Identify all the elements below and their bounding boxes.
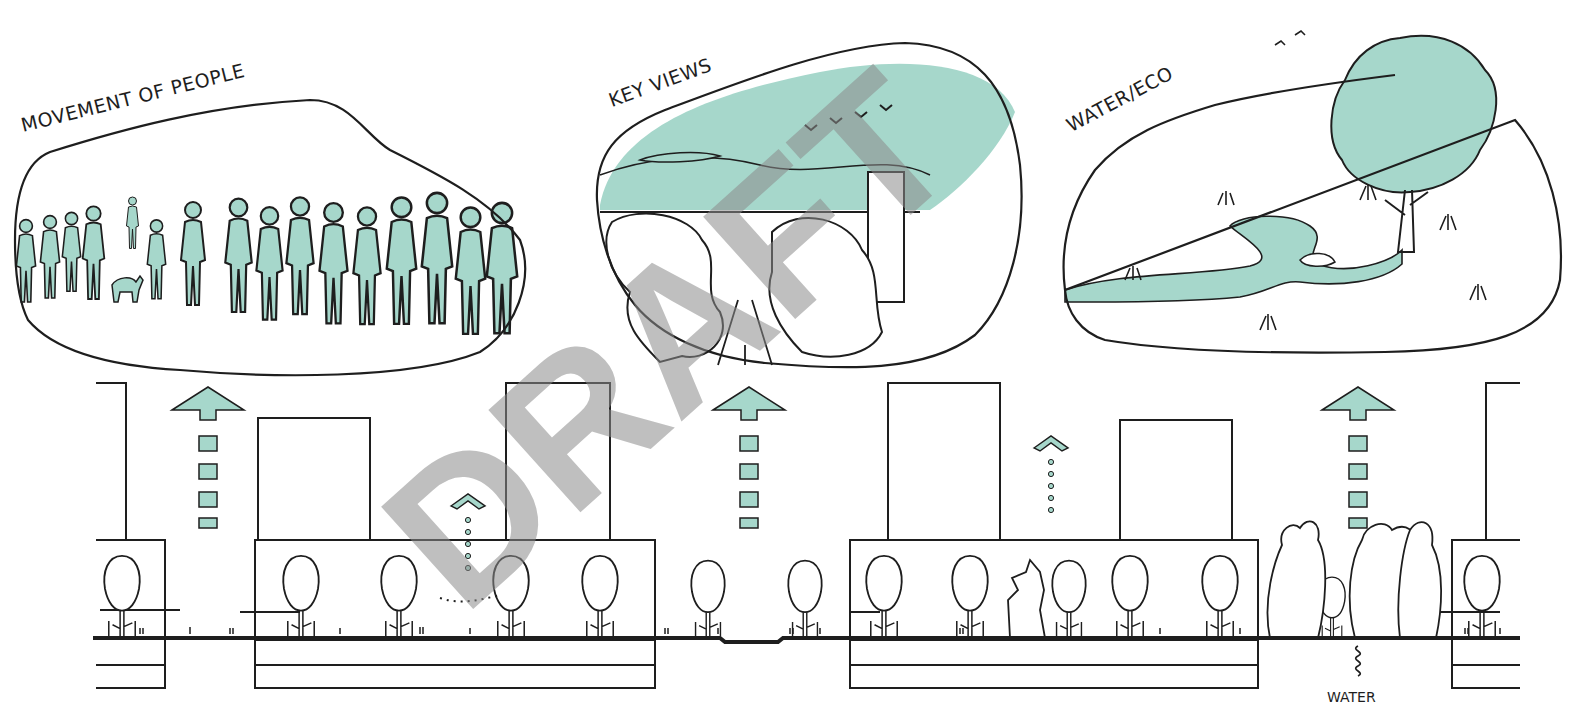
person-figure xyxy=(320,203,348,323)
bubble-heading: MOVEMENT OF PEOPLE xyxy=(19,59,247,136)
up-arrow xyxy=(172,387,244,528)
shrub-shape xyxy=(1008,560,1045,638)
basement-outline xyxy=(255,640,655,688)
tree-symbol xyxy=(381,556,416,636)
tree-trunk xyxy=(1385,190,1428,252)
tree-symbol xyxy=(283,556,318,636)
person-figure xyxy=(286,197,313,314)
basement-outline xyxy=(850,640,1258,688)
grass-tufts xyxy=(1125,184,1486,330)
bubble-heading: KEY VIEWS xyxy=(605,53,714,111)
bubble-node: WATER/ECO xyxy=(1055,50,1567,355)
water-squiggle xyxy=(1356,646,1361,676)
tree-symbol xyxy=(952,556,987,636)
person-figure xyxy=(353,207,380,324)
bubble-outline xyxy=(10,90,535,380)
tree-symbol xyxy=(691,561,724,637)
shrub-shape xyxy=(1398,522,1441,638)
tree-symbol xyxy=(1464,556,1499,636)
eco-illustration xyxy=(1065,31,1496,330)
tree-symbol xyxy=(1202,556,1237,636)
tree-symbol xyxy=(582,556,617,636)
person-figure xyxy=(456,207,485,333)
people-marks xyxy=(140,627,1500,634)
building-section xyxy=(96,383,1520,688)
bubble-outline-path xyxy=(15,100,525,375)
person-figure xyxy=(487,203,517,333)
tree-symbol xyxy=(1112,556,1147,636)
person-figure xyxy=(127,197,139,249)
person-figure xyxy=(147,220,165,299)
bubble-outline-path xyxy=(1064,75,1561,353)
ground-line xyxy=(93,638,1520,642)
bubble-node: MOVEMENT OF PEOPLE xyxy=(10,90,535,380)
annotation-label: WATER xyxy=(1327,690,1376,704)
person-figure xyxy=(422,193,452,323)
person-figure xyxy=(83,206,105,299)
tree-symbol xyxy=(104,556,139,636)
shrub-shape xyxy=(1267,521,1325,638)
person-figure xyxy=(40,216,59,298)
building-outline xyxy=(1452,383,1520,688)
tower-outline xyxy=(258,418,370,540)
person-figure xyxy=(62,212,80,291)
tree-symbol xyxy=(866,556,901,636)
podium-outline xyxy=(850,540,1258,640)
crowd-illustration xyxy=(16,193,517,334)
street-trees xyxy=(104,521,1499,638)
tree-symbol xyxy=(788,561,821,637)
tower-outline xyxy=(1120,420,1232,540)
tree-canopy xyxy=(1331,36,1496,193)
person-figure xyxy=(387,197,416,323)
person-figure xyxy=(225,199,251,312)
person-figure xyxy=(256,207,282,319)
dog-figure xyxy=(112,276,143,302)
tower-outline xyxy=(888,383,1000,540)
tree-symbol xyxy=(1052,561,1085,637)
building-outline xyxy=(96,383,165,688)
small-chevron xyxy=(1034,436,1068,513)
up-arrow xyxy=(1322,387,1394,528)
person-figure xyxy=(181,202,205,305)
cloud-shape xyxy=(640,153,720,163)
rock-shape xyxy=(1300,253,1335,266)
bird-marks xyxy=(1275,31,1305,45)
stream-shape xyxy=(1065,216,1402,302)
